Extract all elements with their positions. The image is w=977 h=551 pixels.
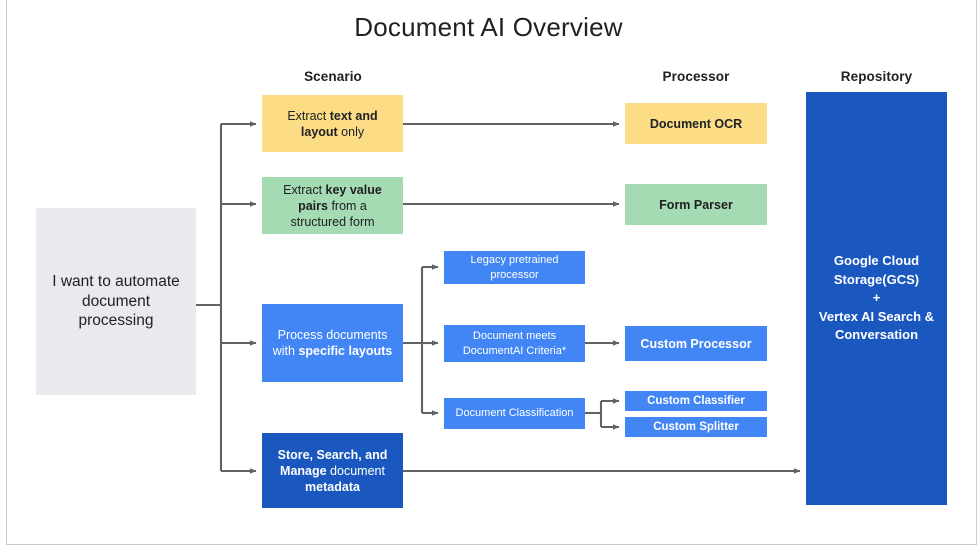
start-node-line3: processing (78, 312, 154, 330)
column-header-repository: Repository (840, 69, 913, 84)
repository-line4: Vertex AI Search & (818, 308, 935, 324)
subnode-1-line1: Legacy pretrained (470, 254, 559, 267)
scenario-2-line1: Extract key value (283, 182, 382, 197)
start-node-line2: document (81, 292, 151, 310)
scenario-process-documents-specific-layouts[interactable]: Process documents with specific layouts (262, 304, 403, 382)
scenario-4-line3: metadata (305, 479, 360, 494)
processor-form-parser-label: Form Parser (659, 197, 733, 212)
scenario-extract-text-and-layout[interactable]: Extract text and layout only (262, 95, 403, 152)
scenario-store-search-manage-metadata[interactable]: Store, Search, and Manage document metad… (262, 433, 403, 508)
scenario-2-line3: structured form (290, 214, 375, 229)
scenario-3-line2: with specific layouts (272, 344, 393, 358)
repository-node[interactable]: Google Cloud Storage(GCS) + Vertex AI Se… (806, 92, 947, 505)
scenario-1-line1: Extract text and (287, 108, 378, 123)
processor-document-ocr-label: Document OCR (649, 116, 743, 131)
processor-custom-splitter[interactable]: Custom Splitter (625, 417, 767, 437)
scenario-extract-key-value-pairs[interactable]: Extract key value pairs from a structure… (262, 177, 403, 234)
processor-custom-classifier-label: Custom Classifier (647, 394, 745, 407)
repository-line2: Storage(GCS) (833, 271, 920, 287)
subnode-1-line2: processor (490, 268, 539, 281)
processor-custom-processor-label: Custom Processor (640, 336, 752, 351)
start-node[interactable]: I want to automate document processing (36, 208, 196, 395)
processor-document-ocr[interactable]: Document OCR (625, 103, 767, 144)
repository-line5: Conversation (834, 327, 919, 343)
start-node-line1: I want to automate (52, 272, 180, 290)
subnode-legacy-pretrained-processor[interactable]: Legacy pretrained processor (444, 251, 585, 284)
subnode-document-classification[interactable]: Document Classification (444, 398, 585, 429)
scenario-3-line1: Process documents (277, 328, 388, 342)
processor-custom-splitter-label: Custom Splitter (653, 420, 739, 433)
scenario-4-line2: Manage document (280, 463, 385, 478)
processor-form-parser[interactable]: Form Parser (625, 184, 767, 225)
scenario-1-line2: layout only (300, 124, 365, 139)
repository-line3: + (872, 290, 881, 306)
column-header-processor: Processor (662, 69, 730, 84)
processor-custom-processor[interactable]: Custom Processor (625, 326, 767, 361)
scenario-2-line2: pairs from a (298, 198, 367, 213)
column-header-scenario: Scenario (304, 69, 362, 84)
repository-line1: Google Cloud (833, 253, 920, 269)
subnode-3-line1: Document Classification (455, 407, 574, 420)
subnode-document-meets-criteria[interactable]: Document meets DocumentAI Criteria* (444, 325, 585, 362)
processor-custom-classifier[interactable]: Custom Classifier (625, 391, 767, 411)
page-title: Document AI Overview (354, 12, 623, 42)
subnode-2-line2: DocumentAI Criteria* (462, 344, 567, 357)
scenario-4-line1: Store, Search, and (277, 447, 388, 462)
subnode-2-line1: Document meets (472, 330, 557, 343)
